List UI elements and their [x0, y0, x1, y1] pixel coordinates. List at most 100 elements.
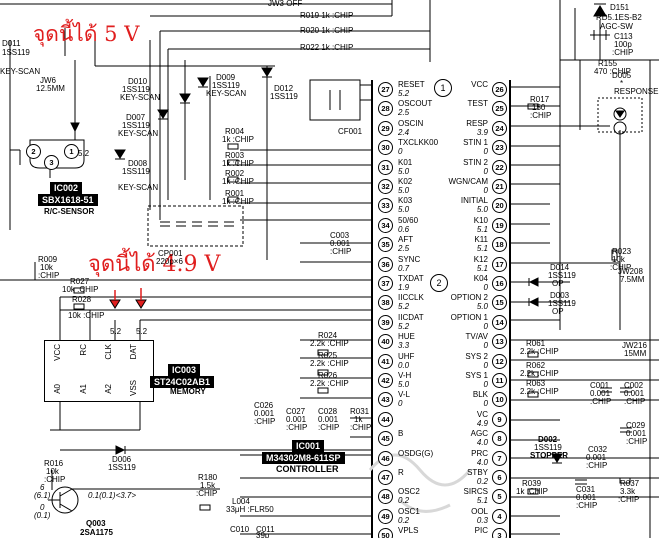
- ic001-pin-name: PIC: [474, 526, 488, 536]
- c002-value: 0.001: [624, 389, 645, 398]
- c026-value: 0.001: [254, 409, 275, 418]
- c001-type: :CHIP: [590, 397, 612, 406]
- d005-label: D005: [612, 71, 632, 80]
- ic001-pin-voltage: 5.2: [398, 302, 410, 312]
- ic001-pin-30: 30: [378, 140, 393, 156]
- d009-label: D009: [216, 73, 236, 82]
- c028-value: 0.001: [318, 415, 339, 424]
- c029-label: C029: [626, 421, 646, 430]
- r027-value: 10k :CHIP: [62, 285, 99, 294]
- c028-type: :CHIP: [318, 423, 340, 432]
- r009-label: R009: [38, 255, 58, 264]
- ic003-pin-clk: CLK: [104, 344, 113, 360]
- ic001-pin-7: 7: [492, 450, 507, 466]
- ic001-pin-44: 44: [378, 411, 393, 427]
- r022-label: R022 1k :CHIP: [300, 43, 354, 52]
- ic001-pin-voltage: 5.0: [476, 302, 488, 312]
- q-base-v2: (6.1): [34, 491, 51, 500]
- ic002-pin-1: 1: [64, 144, 79, 159]
- c029-value: 0.001: [626, 429, 647, 438]
- ic001-pin-name: TEST: [467, 99, 488, 109]
- d012-part: 1SS119: [270, 92, 298, 101]
- r061-label: R061: [526, 339, 546, 348]
- c031-label: C031: [576, 485, 596, 494]
- c001-value: 0.001: [590, 389, 611, 398]
- ic001-pin-21: 21: [492, 179, 507, 194]
- ic001-pin-name: STBY: [467, 468, 488, 477]
- ic001-pin-name: K12: [473, 254, 488, 264]
- ic001-pin-43: 43: [378, 392, 393, 408]
- ic001-pin-voltage: 0: [483, 147, 488, 157]
- c031-value: 0.001: [576, 493, 597, 502]
- r039-value: 1k :CHIP: [516, 487, 549, 496]
- ic001-name: IC001: [292, 440, 325, 452]
- ic001-pin-voltage: 4.0: [476, 457, 488, 467]
- c027-type: :CHIP: [286, 423, 308, 432]
- r180-label: R180: [198, 473, 218, 482]
- c029-type: :CHIP: [626, 437, 648, 446]
- d009-fn: KEY-SCAN: [206, 89, 247, 98]
- ic001-pin-voltage: 0: [483, 321, 488, 331]
- ic003-pin-rc: RC: [79, 344, 88, 356]
- ic001-pin-name: STIN 2: [463, 157, 488, 167]
- d011-label: D011: [2, 39, 21, 48]
- ic003-pin-a0: A0: [53, 384, 62, 394]
- c028-label: C028: [318, 407, 338, 416]
- r024-value: 2.2k :CHIP: [310, 339, 349, 348]
- d011-fn: KEY-SCAN: [0, 67, 41, 76]
- ic002-name: IC002: [50, 182, 83, 194]
- d151-part: RD5.1ES-B2: [596, 13, 642, 22]
- c003-value: 0.001: [330, 239, 351, 248]
- ic001-pin-35: 35: [378, 237, 393, 253]
- jw216-label: JW216: [622, 341, 647, 350]
- r026-label: R026: [318, 371, 338, 380]
- ic001-pin-48: 48: [378, 489, 393, 505]
- d009-part: 1SS119: [212, 81, 240, 90]
- jw208-len: 7.5MM: [620, 275, 645, 284]
- ic001-pin-9: 9: [492, 411, 507, 427]
- agc-sw-label: AGC-SW: [600, 22, 633, 31]
- ic001-fn: CONTROLLER: [276, 464, 339, 474]
- r063-value: 2.2k :CHIP: [520, 387, 559, 396]
- ic001-pin-voltage: 0.2: [398, 496, 410, 506]
- ic001-pin-name: VPLS: [398, 526, 419, 536]
- r003-label: R003: [225, 151, 245, 160]
- ic001-part: M34302M8-611SP: [262, 452, 345, 464]
- d010-part: 1SS119: [122, 85, 150, 94]
- ic001-pin-voltage: 0: [398, 147, 403, 157]
- r004-value: 1k :CHIP: [222, 135, 255, 144]
- d002-part: 1SS119: [534, 443, 562, 452]
- r037-value: 3.3k: [620, 487, 636, 496]
- r023-value: 10k: [612, 255, 625, 264]
- ic001-pin-name: TV/AV: [465, 332, 488, 342]
- ic001-pin-voltage: 0.7: [398, 263, 410, 273]
- ic003-fn: MEMORY: [170, 387, 206, 396]
- ic003-pin-a1: A1: [79, 384, 88, 394]
- ic001-pin-15: 15: [492, 295, 507, 311]
- r026-value: 2.2k :CHIP: [310, 379, 349, 388]
- r155-label: R155: [598, 59, 618, 68]
- ic001-pin-40: 40: [378, 334, 393, 350]
- c032-type: :CHIP: [586, 461, 608, 470]
- ic001-pin-voltage: 5.0: [476, 205, 488, 215]
- ic001-pin-27: 27: [378, 82, 393, 97]
- ic001-pin-voltage: 4.0: [476, 438, 488, 448]
- ic001-pin-voltage: 0: [483, 341, 488, 351]
- ic001-pin-name: PRC: [471, 448, 488, 458]
- ic001-pin-voltage: 0.6: [398, 224, 410, 234]
- c002-label: C002: [624, 381, 644, 390]
- ic001-pin-name: OOL: [471, 506, 488, 516]
- r062-label: R062: [526, 361, 546, 370]
- ic001-pin-41: 41: [378, 353, 393, 369]
- ic001-pin-name: OSC2: [398, 487, 420, 497]
- ic001-pin-voltage: 4.9: [476, 418, 488, 428]
- ic003-pin-dat: DAT: [129, 344, 138, 360]
- ic001-pin-voltage: 0: [483, 166, 488, 176]
- ic001-pin-name: IICDAT: [398, 312, 424, 322]
- ic001-pin-39: 39: [378, 314, 393, 330]
- ic001-pin-19: 19: [492, 217, 507, 233]
- d014-label: D014: [550, 263, 570, 272]
- cf001-label: CF001: [338, 127, 363, 136]
- d010-label: D010: [128, 77, 148, 86]
